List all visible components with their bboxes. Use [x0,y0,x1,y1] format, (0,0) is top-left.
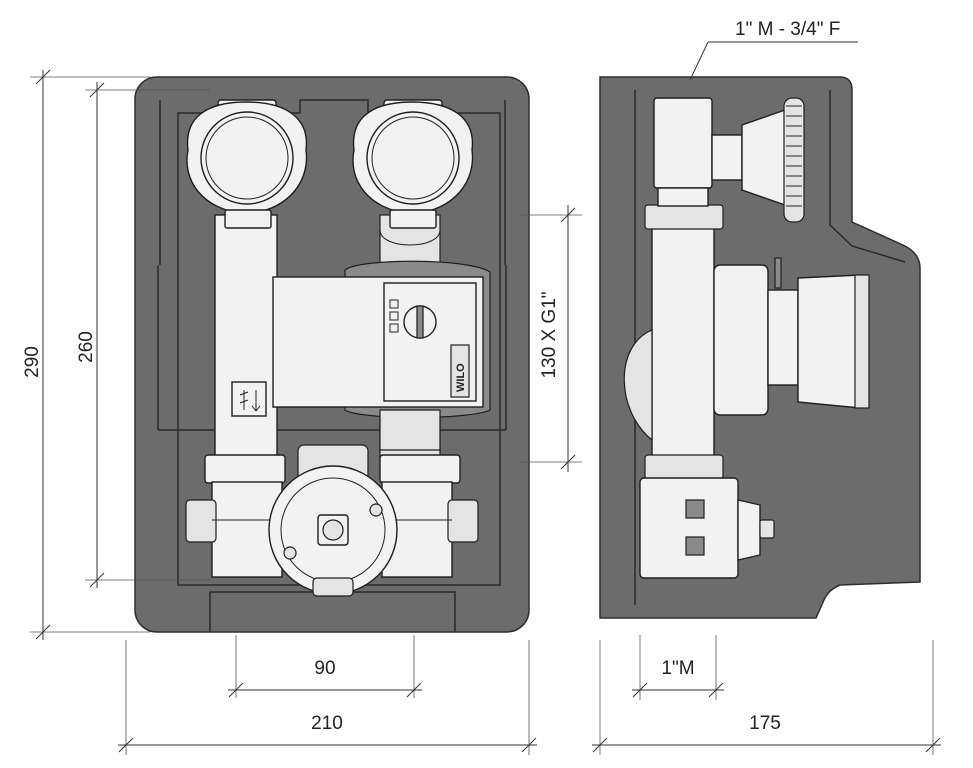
dim-260-label: 260 [76,331,97,363]
dimension-90: 90 [228,635,422,698]
pump-brand-logo: WILO [450,344,470,398]
dim-pump-length-label: 130 X G1" [539,291,560,378]
left-pipe [214,214,278,461]
right-union-nut [379,454,461,484]
right-thermometer-dial [366,111,460,205]
side-pipe [651,227,715,461]
dimension-175: 175 [592,640,941,755]
dimension-1m: 1"M [632,635,724,700]
left-union-nut [204,454,286,484]
dim-175-label: 175 [749,713,781,734]
dim-210-label: 210 [311,713,343,734]
check-valve-icon [231,381,267,417]
svg-text:WILO: WILO [455,363,467,392]
front-shell-cavity-lower [157,100,507,431]
pump-motor: WILO [272,276,484,408]
right-thermometer-valve [352,99,474,229]
dimension-pump-length: 130 X G1" [520,205,582,472]
dim-90-label: 90 [314,658,335,679]
dimension-260: 260 [76,82,210,588]
dimension-290: 290 [22,69,150,640]
side-view [599,76,921,619]
side-pump [623,257,870,442]
dim-290-label: 290 [22,346,43,378]
front-view: WILO [134,76,530,633]
dimension-210: 210 [118,640,537,755]
connection-callout-label: 1" M - 3/4" F [735,19,840,40]
side-thermometer-knob [783,97,805,223]
mixing-valve [268,444,398,597]
side-top-fitting [653,97,713,189]
dimension-connection-callout: 1" M - 3/4" F [689,19,858,81]
dim-1m-label: 1"M [661,658,694,679]
left-thermometer-dial [200,111,294,205]
left-thermometer-valve [186,99,308,229]
side-thermometer [711,97,805,223]
side-bottom-valve [639,477,739,579]
